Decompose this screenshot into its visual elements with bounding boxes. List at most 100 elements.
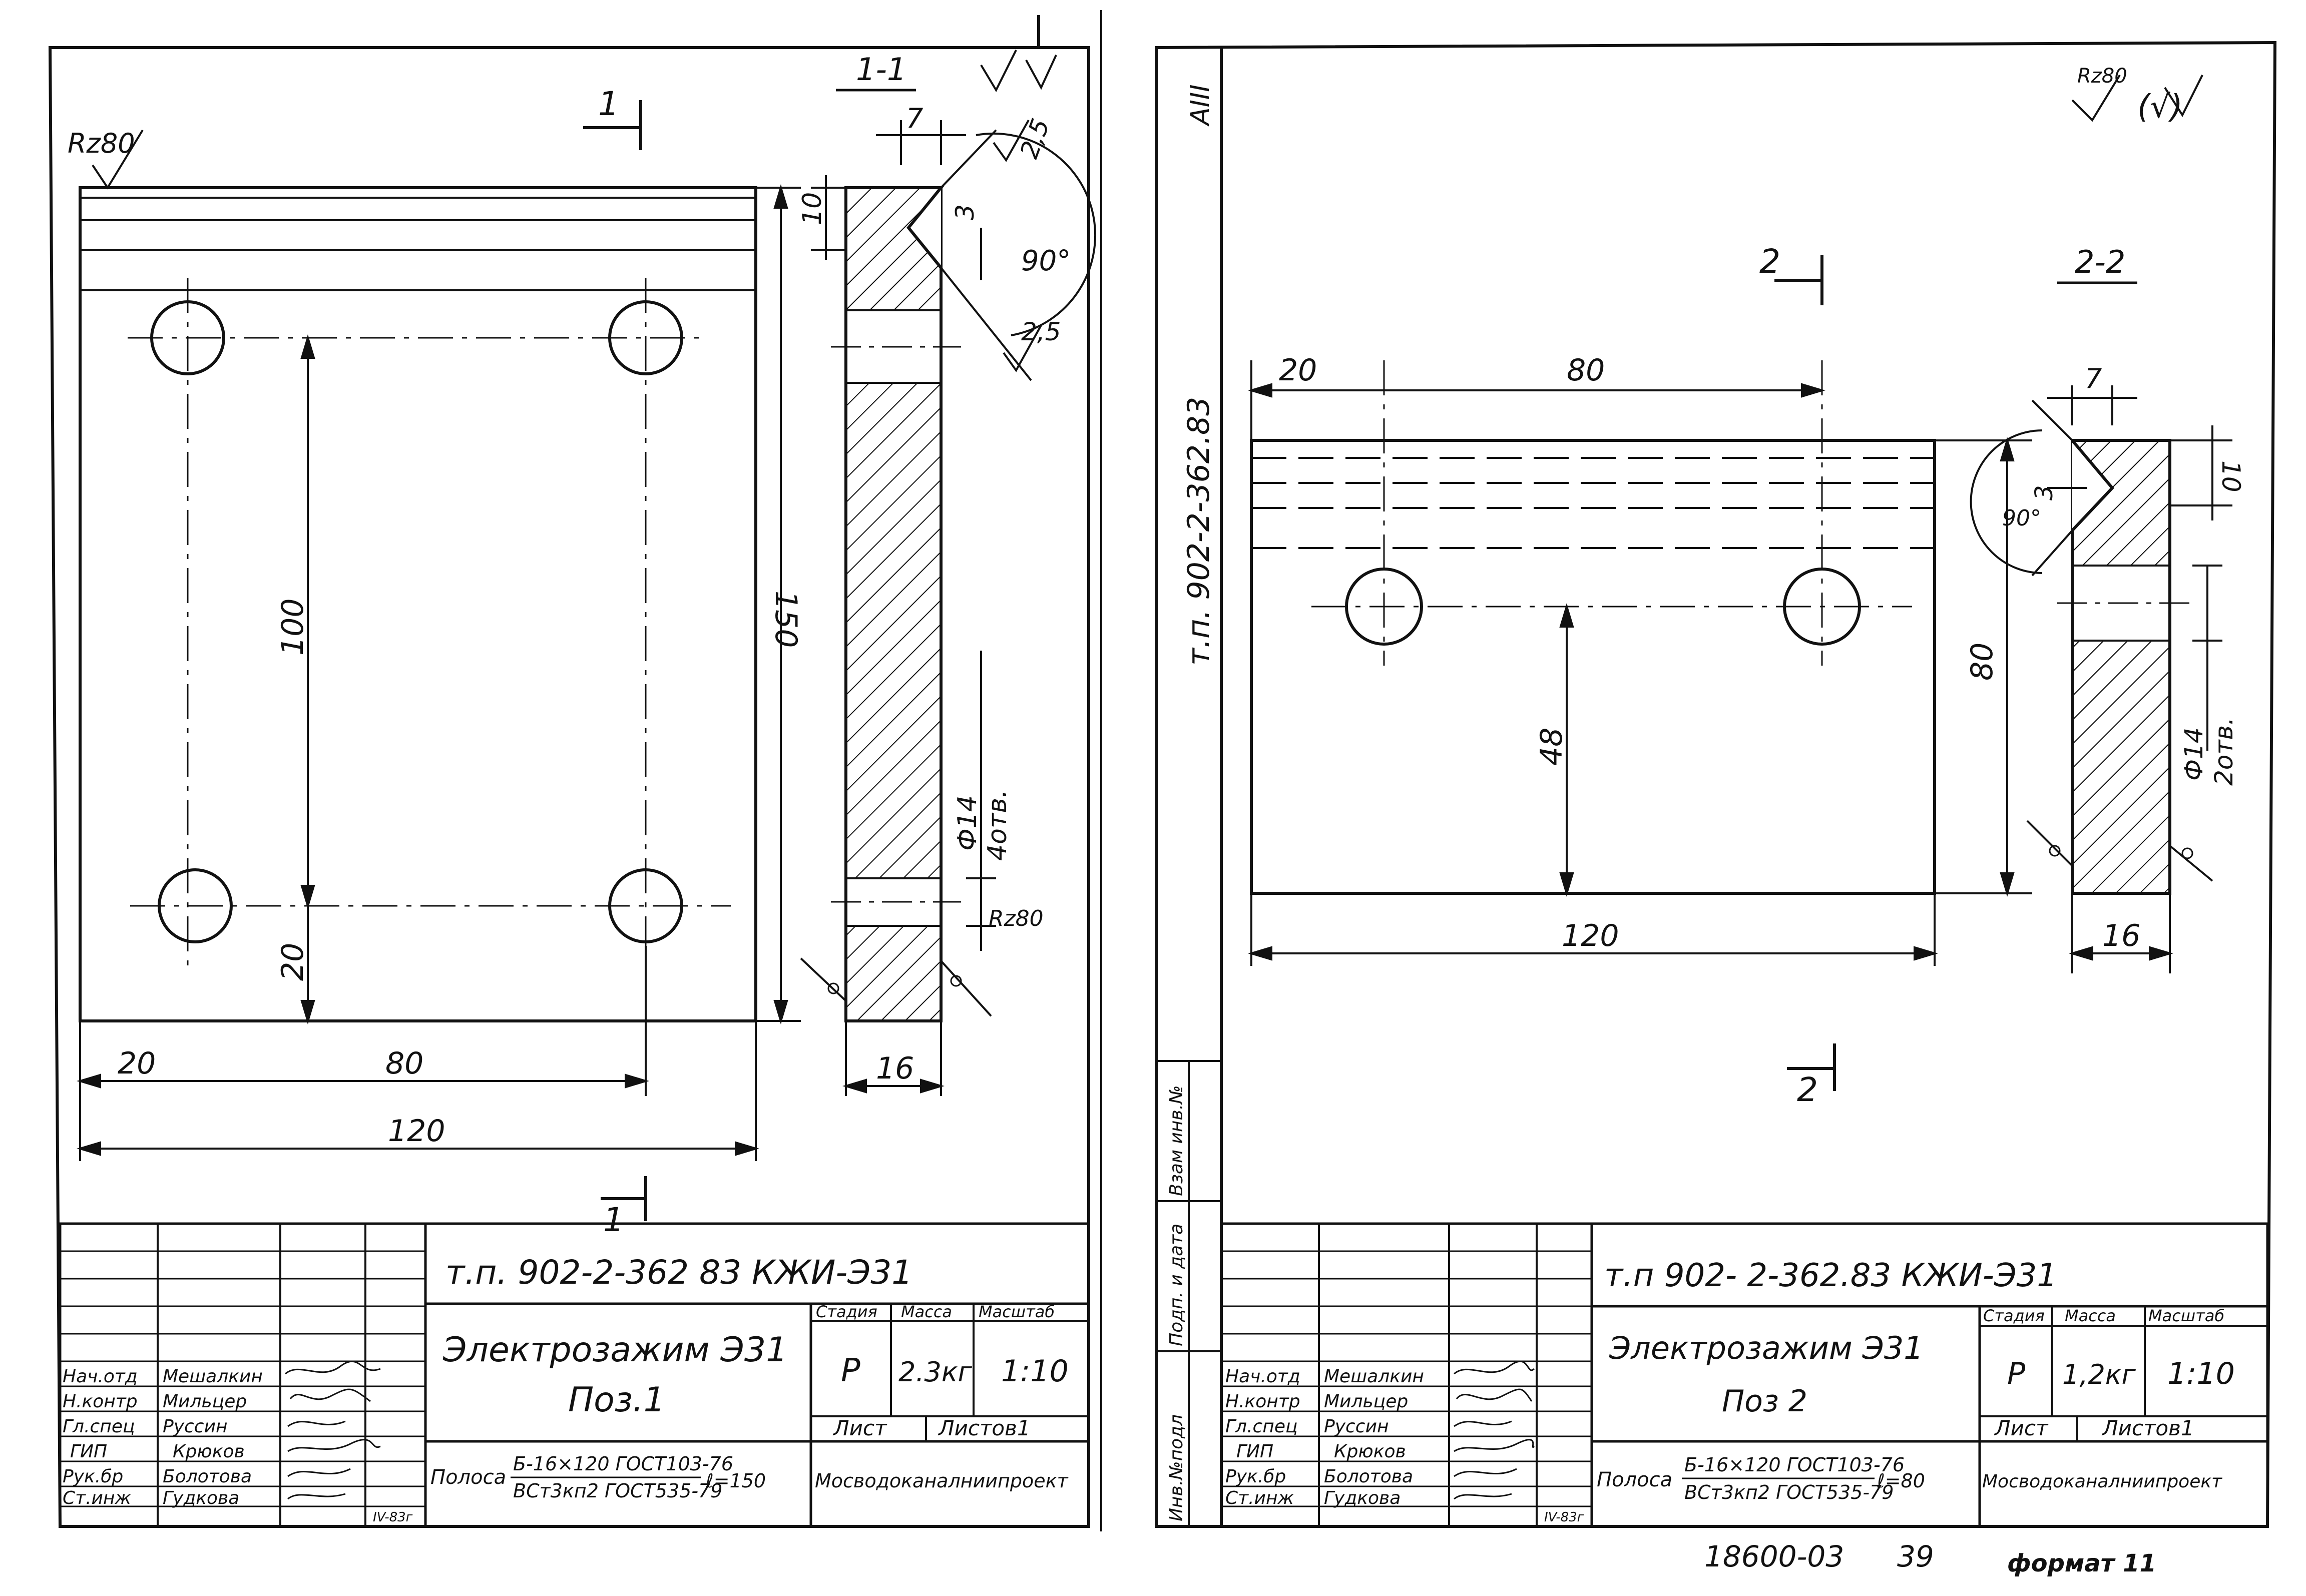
- person-name: Мешалкин: [1324, 1366, 1424, 1387]
- dim-chamfer-width: 7: [906, 103, 923, 134]
- hdr-stage-left: Стадия: [816, 1302, 877, 1321]
- dim-hole-note-1: Ф14: [2179, 727, 2208, 781]
- person-name: Крюков: [173, 1441, 245, 1462]
- handwritten-signatures: [285, 1360, 381, 1500]
- title-block-left: [59, 1222, 1090, 1528]
- dim-thickness: 16: [2102, 918, 2140, 953]
- organization-right: Мосводоканалниипроект: [1982, 1471, 2222, 1492]
- material-bottom-right: ВСт3кп2 ГОСТ535-79: [1684, 1481, 1894, 1503]
- scale-value-right: 1:10: [2167, 1356, 2235, 1391]
- dim-chamfer-bottom: 2,5: [1021, 317, 1061, 346]
- handwritten-signatures: [1454, 1360, 1535, 1500]
- sheet-left: [48, 15, 1097, 1528]
- dim-thickness: 16: [876, 1051, 914, 1086]
- dim-hole-note-1: Ф14: [953, 795, 983, 851]
- date-right: IV-83г: [1544, 1510, 1584, 1525]
- person-name: Болотова: [163, 1466, 252, 1487]
- person-name: Крюков: [1334, 1441, 1406, 1462]
- role-label: Ст.инж: [1225, 1488, 1294, 1508]
- material-prefix-left: Полоса: [430, 1466, 506, 1489]
- mass-value-right: 1,2кг: [2062, 1359, 2136, 1390]
- signature-table-right: Нач.отд Н.контр Гл.спец ГИП Рук.бр Ст.ин…: [1225, 1360, 1535, 1508]
- dim-hole-offset-left: 20: [1279, 353, 1317, 388]
- dim-hole-spacing-h: 80: [1567, 353, 1605, 388]
- dim-total-height: 150: [768, 591, 803, 648]
- side-stamp-sign-date: Подп. и дата: [1166, 1224, 1187, 1346]
- role-label: Рук.бр: [1225, 1466, 1286, 1487]
- stage-value-left: Р: [841, 1352, 860, 1389]
- person-name: Руссин: [163, 1416, 228, 1437]
- signature-table-left: Нач.отд Н.контр Гл.спец ГИП Рук.бр Ст.ин…: [63, 1360, 381, 1508]
- section-2-2: [1970, 385, 2232, 973]
- dim-total-width: 120: [388, 1114, 445, 1149]
- dim-chamfer-depth: 3: [951, 204, 980, 220]
- part-title-left: Электрозажим Э31: [442, 1330, 787, 1370]
- footer-format: формат 11: [2007, 1549, 2156, 1577]
- part-position-left: Поз.1: [568, 1380, 665, 1420]
- footer-page: 39: [1897, 1539, 1934, 1573]
- material-top-left: Б-16×120 ГОСТ103-76: [513, 1453, 733, 1475]
- doc-code-right: т.п 902- 2-362.83 КЖИ-Э31: [1604, 1257, 2057, 1294]
- dim-hole-spacing-h: 80: [385, 1046, 423, 1081]
- part-title-right: Электрозажим Э31: [1609, 1330, 1924, 1366]
- role-label: Ст.инж: [63, 1488, 131, 1508]
- person-name: Болотова: [1324, 1466, 1413, 1487]
- stage-value-right: Р: [2007, 1356, 2026, 1391]
- person-name: Мильцер: [1324, 1391, 1408, 1412]
- material-length-right: ℓ=80: [1877, 1470, 1925, 1492]
- organization-left: Мосводоканалниипроект: [815, 1470, 1069, 1492]
- roughness-hole-label: Rz80: [989, 906, 1044, 931]
- roughness-corner-label: Rz80: [68, 128, 135, 159]
- side-stamp-inv: Инв.№подл: [1166, 1414, 1187, 1521]
- sheets-label-left: Листов1: [938, 1416, 1031, 1440]
- material-length-left: ℓ=150: [705, 1470, 766, 1492]
- dim-total-height: 80: [1965, 643, 2000, 681]
- doc-code-left: т.п. 902-2-362 83 КЖИ-Э31: [445, 1253, 912, 1292]
- person-name: Гудкова: [163, 1488, 239, 1508]
- mass-value-left: 2.3кг: [898, 1356, 972, 1388]
- role-label: Н.контр: [1225, 1391, 1300, 1412]
- sheets-label-right: Листов1: [2101, 1416, 2194, 1440]
- title-block-right: [1220, 1222, 2269, 1528]
- hdr-scale-right: Масштаб: [2148, 1306, 2224, 1325]
- dim-chamfer-width: 7: [2085, 363, 2102, 394]
- role-label: Рук.бр: [63, 1466, 123, 1487]
- section-mark-bottom: 2: [1797, 1071, 1818, 1109]
- side-stamp: [1156, 1060, 1221, 1526]
- section-label-1-1: 1-1: [856, 51, 906, 88]
- hdr-mass-left: Масса: [901, 1302, 952, 1321]
- section-label-2-2: 2-2: [2075, 244, 2125, 280]
- dim-chamfer-height: 10: [797, 192, 827, 225]
- role-label: Нач.отд: [63, 1366, 138, 1387]
- section-1-1: [800, 120, 1097, 1096]
- role-label: Н.контр: [63, 1391, 138, 1412]
- sheet-right: [1155, 41, 2277, 1528]
- scale-value-left: 1:10: [1001, 1354, 1069, 1389]
- sheet-label-right: Лист: [1994, 1416, 2049, 1440]
- person-name: Мильцер: [163, 1391, 247, 1412]
- dim-chamfer-depth: 3: [2030, 485, 2058, 500]
- section-mark-top: 2: [1759, 242, 1780, 281]
- plate-front-view: [1250, 439, 1936, 895]
- dim-angle: 90°: [1021, 245, 1071, 277]
- dim-hole-offset-left: 20: [118, 1046, 156, 1081]
- dim-chamfer-height: 10: [2216, 460, 2245, 492]
- role-label: Нач.отд: [1225, 1366, 1300, 1387]
- sheet-label-left: Лист: [832, 1416, 887, 1440]
- dim-total-width: 120: [1562, 918, 1619, 953]
- plate-front-view: [79, 186, 757, 1022]
- person-name: Руссин: [1324, 1416, 1389, 1437]
- footer-doc-number: 18600-03: [1704, 1539, 1844, 1573]
- role-label: Гл.спец: [1225, 1416, 1298, 1437]
- hdr-scale-left: Масштаб: [979, 1302, 1055, 1321]
- person-name: Мешалкин: [163, 1366, 263, 1387]
- dim-hole-spacing-v: 100: [275, 598, 310, 656]
- hdr-mass-right: Масса: [2065, 1306, 2116, 1325]
- section-mark-top: 1: [598, 85, 619, 123]
- album-mark: АIII: [1185, 84, 1215, 127]
- role-label: ГИП: [1236, 1441, 1273, 1462]
- person-name: Гудкова: [1324, 1488, 1401, 1508]
- dim-hole-note-2: 2отв.: [2209, 717, 2238, 786]
- dim-angle: 90°: [2002, 505, 2041, 531]
